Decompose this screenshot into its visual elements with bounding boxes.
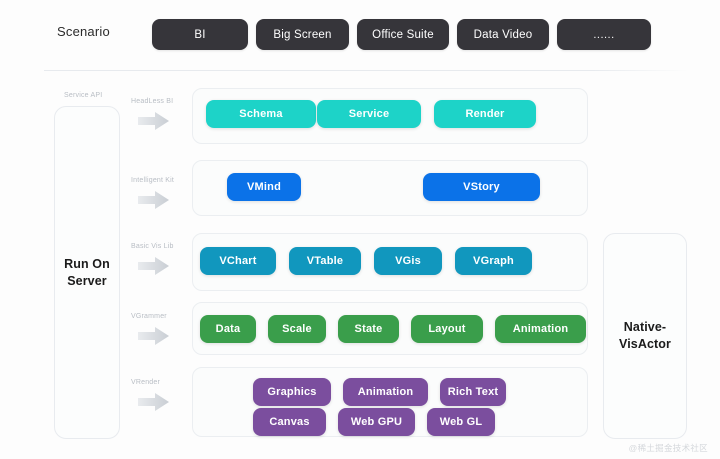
chip-rich-text[interactable]: Rich Text bbox=[440, 378, 506, 406]
native-visactor-title-line1: Native- bbox=[623, 320, 667, 335]
watermark: @稀土掘金技术社区 bbox=[628, 443, 708, 453]
arrow-right-icon bbox=[137, 391, 171, 413]
chip-layout[interactable]: Layout bbox=[411, 315, 483, 343]
layer-label-basic-vis-lib: Basic Vis Lib bbox=[131, 243, 174, 250]
layer-label-vrender: VRender bbox=[131, 379, 161, 386]
arrow-right-icon bbox=[137, 189, 171, 211]
chip-vchart[interactable]: VChart bbox=[200, 247, 276, 275]
run-on-server-title-line1: Run On bbox=[64, 256, 110, 271]
native-visactor-title: Native- VisActor bbox=[619, 319, 671, 353]
chip-web-gpu[interactable]: Web GPU bbox=[338, 408, 415, 436]
chip-vtable[interactable]: VTable bbox=[289, 247, 361, 275]
native-visactor-title-line2: VisActor bbox=[619, 337, 671, 351]
chip-graphics[interactable]: Graphics bbox=[253, 378, 331, 406]
run-on-server-title: Run On Server bbox=[64, 256, 110, 290]
scenario-chip-bi[interactable]: BI bbox=[152, 19, 248, 50]
scenario-header: Scenario BI Big Screen Office Suite Data… bbox=[0, 0, 720, 70]
chip-vstory[interactable]: VStory bbox=[423, 173, 540, 201]
layer-label-intelligent-kit: Intelligent Kit bbox=[131, 177, 175, 184]
chip-web-gl[interactable]: Web GL bbox=[427, 408, 495, 436]
scenario-chip-data-video[interactable]: Data Video bbox=[457, 19, 549, 50]
chip-vgis[interactable]: VGis bbox=[374, 247, 442, 275]
scenario-chip-more-label: ...... bbox=[593, 29, 615, 41]
layer-items-intelligent-kit: VMind VStory bbox=[227, 173, 540, 201]
layer-items-vgrammer: Data Scale State Layout Animation bbox=[200, 315, 586, 343]
layer-items-basic-vis-lib: VChart VTable VGis VGraph bbox=[200, 247, 532, 275]
scenario-chip-more[interactable]: ...... bbox=[557, 19, 651, 50]
chip-vgraph[interactable]: VGraph bbox=[455, 247, 532, 275]
layer-items-headless-bi: Schema Service Render bbox=[206, 100, 536, 128]
scenario-label: Scenario bbox=[57, 24, 110, 39]
arrow-right-icon bbox=[137, 255, 171, 277]
run-on-server-panel: Run On Server bbox=[54, 106, 120, 439]
layer-items-vrender-row1: Graphics Animation Rich Text bbox=[253, 378, 506, 406]
chip-render[interactable]: Render bbox=[434, 100, 536, 128]
layer-items-vrender-row2: Canvas Web GPU Web GL bbox=[253, 408, 495, 436]
service-api-label: Service API bbox=[64, 92, 103, 99]
chip-canvas[interactable]: Canvas bbox=[253, 408, 326, 436]
chip-animation[interactable]: Animation bbox=[495, 315, 586, 343]
arrow-right-icon bbox=[137, 110, 171, 132]
layer-label-vgrammer: VGrammer bbox=[131, 313, 167, 320]
scenario-chip-office-suite[interactable]: Office Suite bbox=[357, 19, 449, 50]
chip-scale[interactable]: Scale bbox=[268, 315, 326, 343]
header-divider bbox=[44, 70, 689, 71]
scenario-chip-big-screen[interactable]: Big Screen bbox=[256, 19, 349, 50]
chip-state[interactable]: State bbox=[338, 315, 399, 343]
chip-data[interactable]: Data bbox=[200, 315, 256, 343]
scenario-chip-list: BI Big Screen Office Suite Data Video ..… bbox=[152, 19, 651, 50]
run-on-server-title-line2: Server bbox=[67, 273, 107, 288]
layer-label-headless-bi: HeadLess BI bbox=[131, 98, 174, 105]
arrow-right-icon bbox=[137, 325, 171, 347]
chip-service[interactable]: Service bbox=[317, 100, 421, 128]
chip-animation-vrender[interactable]: Animation bbox=[343, 378, 428, 406]
native-visactor-panel: Native- VisActor bbox=[603, 233, 687, 439]
chip-schema[interactable]: Schema bbox=[206, 100, 316, 128]
chip-vmind[interactable]: VMind bbox=[227, 173, 301, 201]
